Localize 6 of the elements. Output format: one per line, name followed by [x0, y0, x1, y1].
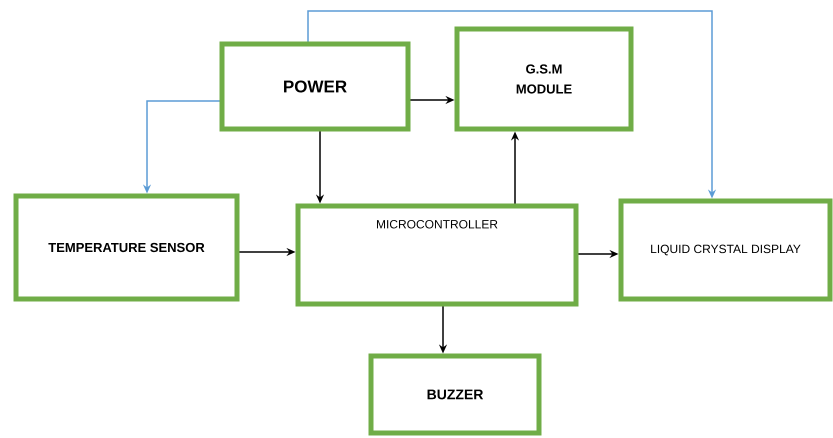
block-box: G.S.M MODULE	[454, 26, 634, 132]
block-box: MICROCONTROLLER	[296, 203, 578, 306]
block-box: TEMPERATURE SENSOR	[14, 194, 240, 302]
block-box: LIQUID CRYSTAL DISPLAY	[618, 198, 832, 302]
block-box: POWER	[220, 42, 410, 132]
block-box: BUZZER	[368, 353, 542, 436]
